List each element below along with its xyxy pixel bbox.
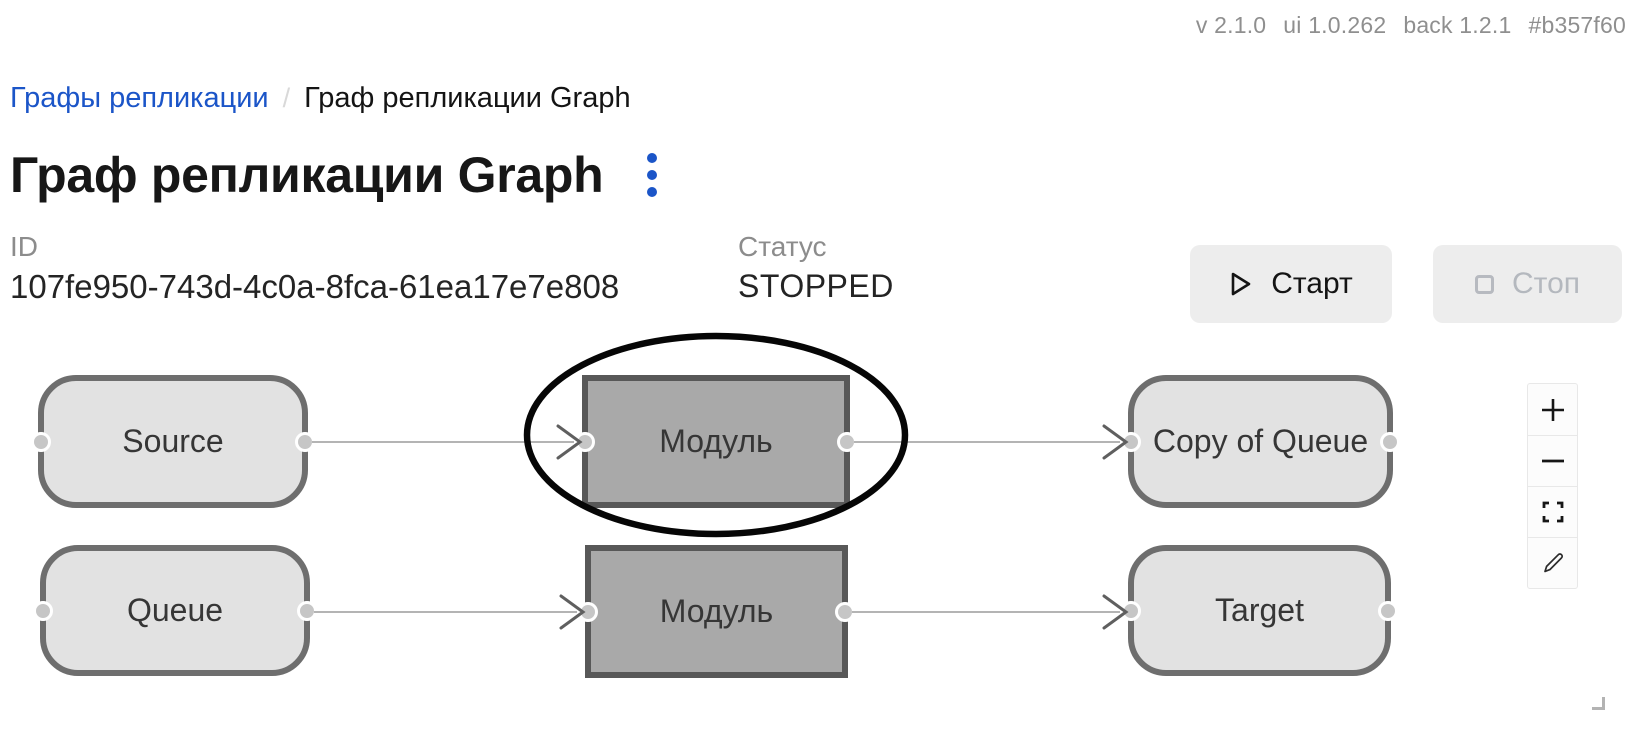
- zoom-controls: [1527, 383, 1578, 589]
- pencil-icon: [1540, 550, 1566, 576]
- back-version: back 1.2.1: [1403, 12, 1512, 38]
- graph-canvas[interactable]: Source Модуль Copy of Queue Queue Модуль…: [0, 330, 1637, 743]
- title-row: Граф репликации Graph: [10, 143, 663, 207]
- graph-node-module-bottom[interactable]: Модуль: [578, 545, 855, 678]
- status-label: Статус: [738, 231, 827, 262]
- input-port: [33, 600, 53, 621]
- id-label: ID: [10, 231, 38, 262]
- fit-view-icon: [1541, 500, 1565, 524]
- plus-icon: [1540, 397, 1566, 423]
- kebab-dot: [647, 187, 658, 197]
- zoom-out-button[interactable]: [1528, 435, 1577, 486]
- status-badge: STOPPED: [738, 267, 894, 304]
- input-port: [1121, 600, 1141, 621]
- edge-module-to-copy: [854, 424, 1129, 460]
- output-port: [295, 431, 315, 452]
- stop-square-icon: [1475, 274, 1494, 294]
- breadcrumb: Графы репликации / Граф репликации Graph: [10, 82, 631, 115]
- input-port: [1121, 431, 1141, 452]
- graph-node-queue[interactable]: Queue: [33, 545, 317, 676]
- graph-node-target[interactable]: Target: [1121, 545, 1398, 676]
- ui-version: ui 1.0.262: [1283, 12, 1387, 38]
- start-button[interactable]: Старт: [1190, 245, 1392, 323]
- node-label: Queue: [126, 592, 224, 628]
- output-port: [1378, 600, 1398, 621]
- output-port: [1380, 431, 1400, 452]
- input-port: [578, 601, 598, 622]
- kebab-dot: [647, 153, 658, 163]
- output-port: [297, 600, 317, 621]
- minus-icon: [1540, 448, 1566, 474]
- kebab-menu-icon[interactable]: [641, 145, 663, 205]
- stop-button-label: Стоп: [1512, 267, 1580, 300]
- output-port: [837, 431, 857, 452]
- play-icon: [1229, 271, 1253, 297]
- stop-button[interactable]: Стоп: [1433, 245, 1622, 323]
- status-field: Статус STOPPED: [738, 231, 894, 304]
- kebab-dot: [647, 170, 658, 180]
- breadcrumb-separator: /: [282, 83, 291, 113]
- start-button-label: Старт: [1271, 267, 1353, 300]
- edit-button[interactable]: [1528, 537, 1577, 588]
- id-field: ID 107fe950-743d-4c0a-8fca-61ea17e7e808: [10, 231, 620, 305]
- breadcrumb-link-replication-graphs[interactable]: Графы репликации: [10, 82, 269, 114]
- page-title: Граф репликации Graph: [10, 147, 604, 203]
- build-hash: #b357f60: [1528, 12, 1626, 38]
- edge-module-to-target: [852, 594, 1129, 630]
- id-value: 107fe950-743d-4c0a-8fca-61ea17e7e808: [10, 267, 620, 305]
- edge-queue-to-module: [314, 594, 586, 630]
- node-label: Модуль: [659, 423, 773, 459]
- graph-node-source[interactable]: Source: [31, 375, 315, 508]
- version-info: v 2.1.0 ui 1.0.262 back 1.2.1 #b357f60: [1196, 12, 1626, 39]
- info-row: ID 107fe950-743d-4c0a-8fca-61ea17e7e808 …: [0, 231, 1637, 327]
- resize-handle[interactable]: [1592, 697, 1605, 710]
- app-version: v 2.1.0: [1195, 12, 1267, 38]
- node-label: Target: [1215, 592, 1304, 628]
- breadcrumb-current: Граф репликации Graph: [304, 82, 631, 114]
- graph-node-module-top[interactable]: Модуль: [575, 375, 857, 508]
- input-port: [31, 431, 51, 452]
- node-label: Copy of Queue: [1152, 423, 1369, 459]
- node-label: Модуль: [659, 593, 774, 629]
- zoom-in-button[interactable]: [1528, 384, 1577, 435]
- input-port: [575, 431, 595, 452]
- edge-source-to-module: [312, 424, 583, 460]
- fit-view-button[interactable]: [1528, 486, 1577, 537]
- output-port: [835, 601, 855, 622]
- graph-node-copy-of-queue[interactable]: Copy of Queue: [1121, 375, 1400, 508]
- node-label: Source: [122, 423, 224, 459]
